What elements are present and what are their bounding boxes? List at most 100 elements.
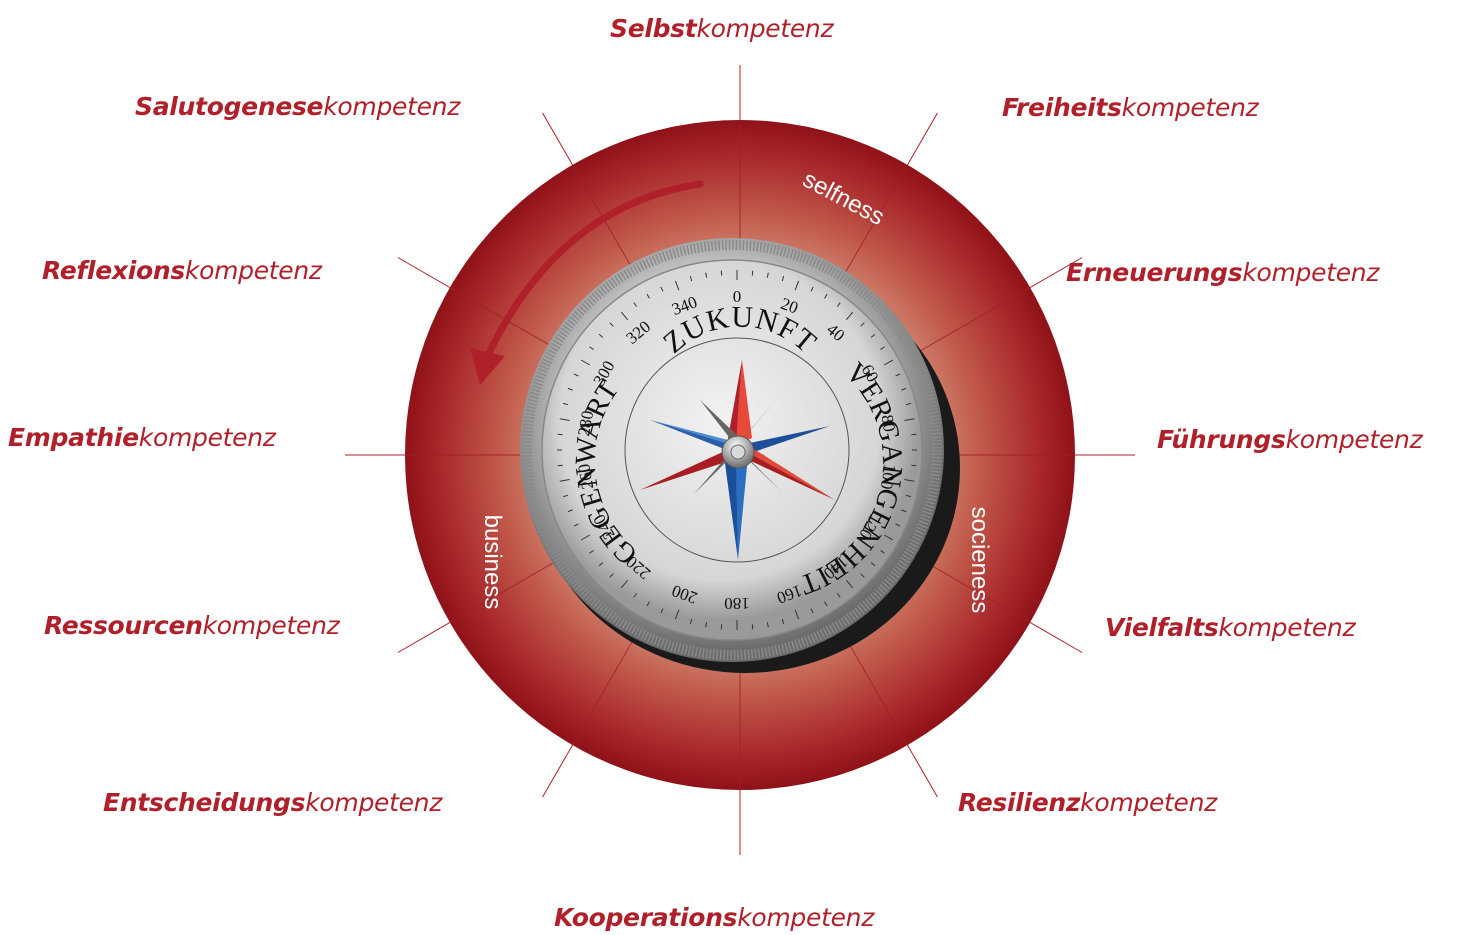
label-bold: Empathie	[8, 423, 139, 452]
degree-tick	[836, 302, 841, 307]
degree-tick	[845, 311, 854, 321]
label-bold: Freiheits	[1002, 93, 1122, 122]
label-bold: Vielfalts	[1105, 613, 1219, 642]
degree-tick	[904, 418, 915, 421]
label-suffix: kompetenz	[138, 423, 276, 452]
degree-label: 0	[733, 287, 742, 306]
label-empathiekompetenz: Empathiekompetenz	[8, 425, 276, 450]
degree-tick	[674, 280, 680, 291]
degree-ticks	[557, 270, 917, 630]
label-bold: Salutogenese	[135, 92, 324, 121]
label-suffix: kompetenz	[323, 92, 461, 121]
degree-tick	[562, 494, 569, 498]
degree-tick	[895, 373, 901, 377]
degree-tick	[824, 293, 828, 299]
degree-tick	[562, 402, 569, 406]
label-bold: Ressourcen	[44, 611, 203, 640]
degree-tick	[589, 346, 594, 351]
degree-tick	[810, 608, 814, 614]
degree-tick	[705, 272, 708, 278]
degree-label: 20	[778, 294, 800, 318]
degree-tick	[633, 302, 638, 307]
compass-bezel-ridges	[522, 240, 942, 660]
degree-tick	[689, 618, 693, 625]
rotation-arrow-icon	[484, 180, 704, 359]
label-suffix: kompetenz	[305, 788, 443, 817]
degree-label: 80	[877, 413, 899, 433]
degree-tick	[870, 562, 876, 567]
degree-tick	[905, 402, 912, 406]
label-reflexionskompetenz: Reflexionskompetenz	[42, 258, 322, 283]
degree-tick	[880, 346, 885, 351]
degree-tick	[620, 311, 629, 321]
label-bold: Resilienz	[958, 788, 1081, 817]
label-resilienzkompetenz: Resilienzkompetenz	[958, 790, 1217, 815]
degree-tick	[674, 609, 680, 620]
degree-tick	[766, 272, 769, 278]
label-bold: Erneuerungs	[1066, 258, 1243, 287]
ring-label-business: business	[479, 515, 506, 610]
label-ressourcenkompetenz: Ressourcenkompetenz	[44, 611, 340, 640]
degree-tick	[810, 286, 814, 292]
degree-tick	[646, 601, 650, 607]
degree-tick	[609, 322, 614, 327]
degree-tick	[781, 275, 785, 282]
label-bold: Führungs	[1157, 425, 1286, 454]
label-erneuerungskompetenz: Erneuerungskompetenz	[1066, 260, 1379, 285]
label-freiheitskompetenz: Freiheitskompetenz	[1002, 93, 1259, 122]
degree-tick	[904, 479, 915, 482]
degree-tick	[660, 286, 664, 292]
degree-tick	[860, 573, 865, 578]
label-suffix: kompetenz	[184, 256, 322, 285]
ring-divider-line	[449, 556, 563, 624]
degree-tick	[559, 479, 570, 482]
ring-label-socieness: socieness	[966, 507, 993, 614]
degree-tick	[559, 418, 570, 421]
degree-label: 100	[877, 462, 900, 490]
label-suffix: kompetenz	[1080, 788, 1217, 817]
compass-hub-cap	[730, 444, 746, 460]
degree-tick	[646, 293, 650, 299]
degree-label: 180	[724, 594, 750, 613]
degree-tick	[633, 593, 638, 598]
ring-divider-lines	[405, 120, 1075, 790]
degree-tick	[880, 549, 885, 554]
label-bold: Reflexions	[42, 256, 185, 285]
label-suffix: kompetenz	[1285, 425, 1423, 454]
ring-divider-line	[841, 632, 909, 746]
label-fuehrungskompetenz: Führungskompetenz	[1157, 425, 1423, 454]
compass-inner-circle	[624, 337, 850, 563]
degree-tick	[598, 333, 604, 338]
label-suffix: kompetenz	[202, 611, 340, 640]
degree-tick	[580, 359, 591, 366]
ring-divider-line	[571, 632, 639, 746]
degree-tick	[781, 618, 785, 625]
label-suffix: kompetenz	[696, 14, 834, 43]
label-kooperationskompetenz: Kooperationskompetenz	[554, 905, 874, 930]
label-suffix: kompetenz	[1242, 258, 1380, 287]
label-bold: Selbst	[610, 14, 697, 43]
label-suffix: kompetenz	[1218, 613, 1356, 642]
degree-tick	[901, 387, 907, 391]
degree-tick	[794, 609, 800, 620]
degree-tick	[705, 622, 708, 628]
ring-divider-line	[841, 164, 909, 278]
degree-tick	[895, 523, 901, 527]
degree-tick	[580, 534, 591, 541]
rotation-arrowhead-icon	[470, 348, 505, 385]
degree-tick	[689, 275, 693, 282]
degree-tick	[766, 622, 769, 628]
degree-tick	[598, 562, 604, 567]
degree-tick	[860, 322, 865, 327]
degree-tick	[589, 549, 594, 554]
degree-tick	[573, 523, 579, 527]
degree-tick	[836, 593, 841, 598]
degree-tick	[794, 280, 800, 291]
degree-tick	[883, 534, 894, 541]
label-suffix: kompetenz	[1121, 93, 1259, 122]
label-bold: Kooperations	[554, 903, 738, 932]
label-salutogenesekompetenz: Salutogenesekompetenz	[135, 94, 460, 119]
label-entscheidungskompetenz: Entscheidungskompetenz	[103, 790, 442, 815]
label-vielfaltskompetenz: Vielfaltskompetenz	[1105, 613, 1356, 642]
